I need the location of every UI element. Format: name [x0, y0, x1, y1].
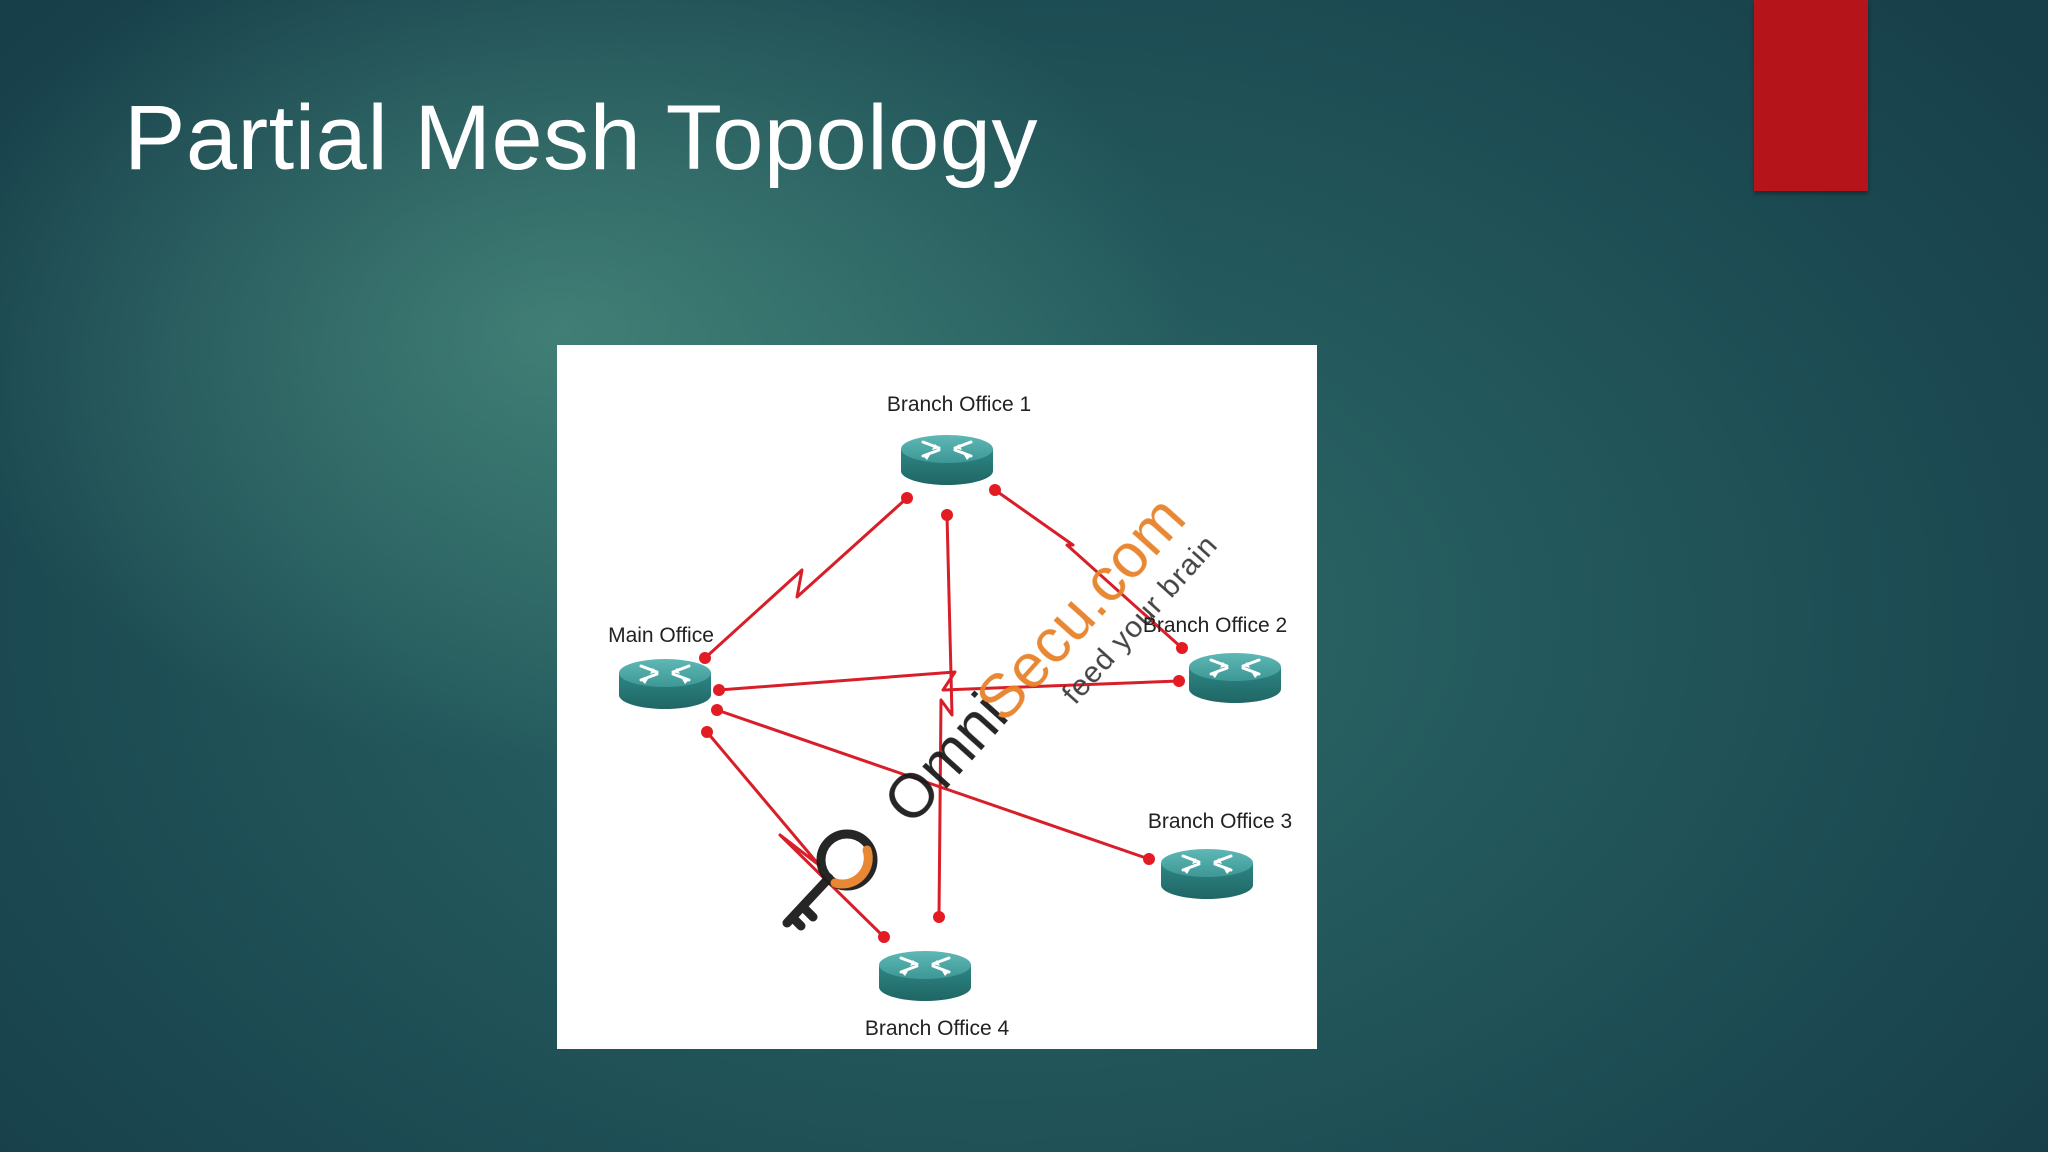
accent-bar [1754, 0, 1868, 191]
router-main: Main Office [608, 624, 714, 711]
topology-diagram-svg: Omni Secu.com feed your brain Branch Off… [608, 393, 1292, 1040]
topology-diagram: Omni Secu.com feed your brain Branch Off… [557, 345, 1317, 1049]
slide-title: Partial Mesh Topology [124, 87, 1038, 189]
link-endpoints [699, 484, 1188, 943]
router-icon [877, 949, 973, 1003]
router-b2: Branch Office 2 [1143, 614, 1287, 705]
link-b1-b4 [937, 514, 954, 918]
router-icon [899, 433, 995, 487]
link-main-b2 [718, 670, 1180, 692]
serial-links [703, 488, 1184, 939]
router-icon [1159, 847, 1255, 901]
node-label-main: Main Office [608, 624, 714, 647]
node-label-b2: Branch Office 2 [1143, 614, 1287, 637]
link-main-b1 [703, 496, 909, 660]
router-icon [617, 657, 713, 711]
node-label-b1: Branch Office 1 [887, 393, 1031, 416]
link-main-b3 [716, 708, 1150, 861]
router-b1: Branch Office 1 [887, 393, 1031, 487]
router-b3: Branch Office 3 [1148, 810, 1292, 901]
router-b4: Branch Office 4 [865, 949, 1010, 1040]
link-b1-b2 [994, 488, 1184, 650]
node-label-b3: Branch Office 3 [1148, 810, 1292, 833]
node-label-b4: Branch Office 4 [865, 1017, 1010, 1040]
router-icon [1187, 651, 1283, 705]
